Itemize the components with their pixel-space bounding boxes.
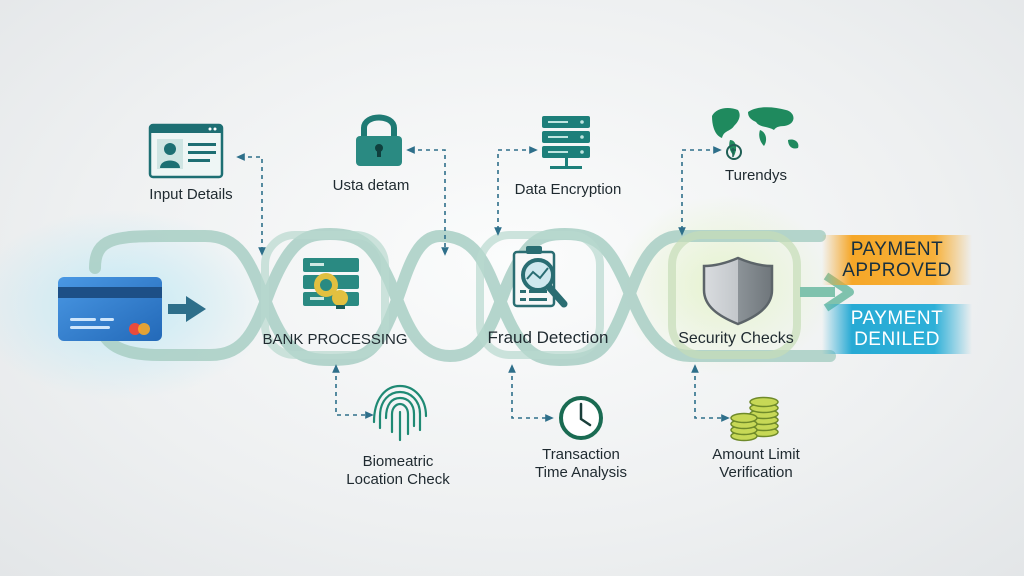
security-checks-label: Security Checks [678, 330, 794, 347]
payment-approved-badge: PAYMENT APPROVED [822, 235, 972, 285]
input-details-label: Input Details [149, 186, 233, 203]
padlock-icon [356, 114, 402, 166]
data-encryption-label: Data Encryption [514, 181, 622, 198]
credit-card-icon [58, 277, 162, 341]
magnifier-clipboard-icon [512, 246, 568, 308]
server-icon [542, 116, 590, 169]
amount-limit-label: Amount Limit Verification [712, 446, 800, 481]
payment-denied-badge: PAYMENT DENILED [822, 304, 972, 354]
arrow-right-icon [168, 296, 206, 322]
biometric-location-label: Biomeatric Location Check [346, 453, 450, 488]
browser-profile-icon [148, 123, 224, 179]
denied-line-2: DENILED [854, 329, 940, 350]
world-map-icon [712, 107, 799, 160]
turendys-label: Turendys [725, 167, 787, 184]
approved-line-2: APPROVED [842, 260, 952, 281]
fraud-detection-label: Fraud Detection [487, 328, 609, 347]
approved-line-1: PAYMENT [850, 239, 944, 260]
transaction-time-label: Transaction Time Analysis [535, 446, 627, 481]
dashed-connectors [236, 146, 730, 422]
stage-box-bank [261, 231, 389, 359]
clock-icon [559, 396, 603, 440]
stage-box-security [668, 231, 801, 359]
stage-box-fraud [476, 231, 604, 359]
bank-processing-label: BANK PROCESSING [262, 331, 408, 348]
shield-icon [702, 256, 774, 326]
usta-detam-label: Usta detam [332, 177, 410, 194]
bank-server-icon [303, 258, 359, 309]
fingerprint-icon [372, 384, 428, 442]
coins-icon [730, 396, 779, 442]
denied-line-1: PAYMENT [850, 308, 944, 329]
